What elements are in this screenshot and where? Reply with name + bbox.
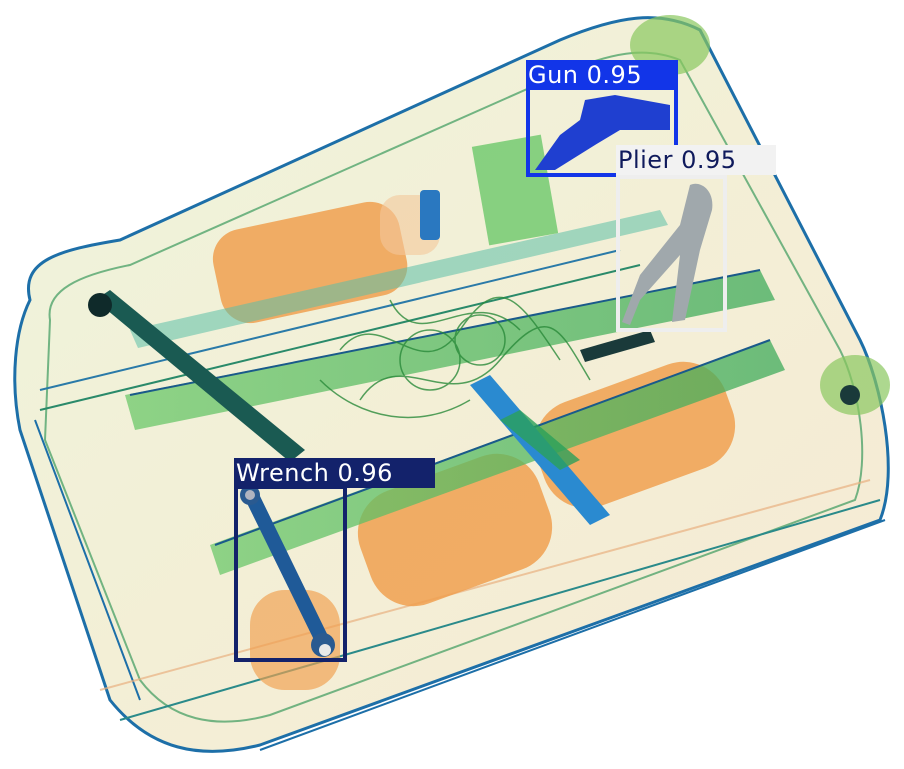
plier-xray-shape <box>622 183 713 325</box>
electronics-cluster <box>319 134 591 419</box>
plier-detection-box[interactable] <box>616 175 727 332</box>
gun-detection-label: Gun 0.95 <box>526 60 678 90</box>
gun-xray-shape <box>535 95 670 170</box>
handle-rails <box>39 210 785 575</box>
wrench-detection-label: Wrench 0.96 <box>234 458 435 488</box>
metal-bars <box>88 290 655 525</box>
wrench-xray-shape <box>240 485 335 657</box>
wrench-detection-box[interactable] <box>234 485 347 662</box>
plier-detection-label: Plier 0.95 <box>616 145 776 175</box>
